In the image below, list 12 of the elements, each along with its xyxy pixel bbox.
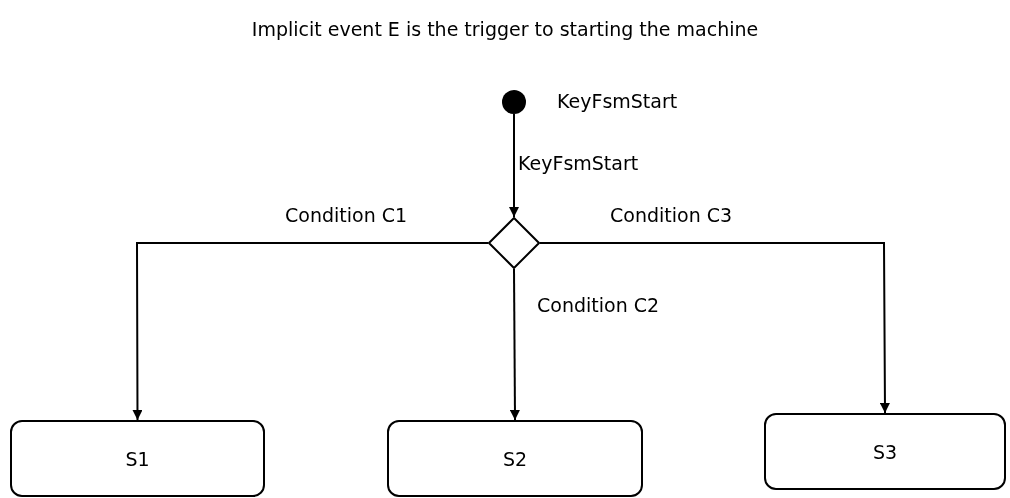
edge-label: KeyFsmStart	[516, 153, 641, 174]
initial-state	[502, 90, 526, 114]
state-box: S2	[387, 420, 643, 497]
arrow	[539, 242, 890, 414]
node-caption: KeyFsmStart	[557, 92, 678, 111]
decision-diamond	[488, 217, 540, 269]
arrow	[509, 268, 520, 421]
state-box: S1	[10, 420, 265, 497]
diagram-title: Implicit event E is the trigger to starting the machine	[251, 20, 759, 39]
arrow	[132, 242, 489, 421]
arrow	[509, 113, 519, 218]
state-box: S3	[764, 413, 1006, 490]
